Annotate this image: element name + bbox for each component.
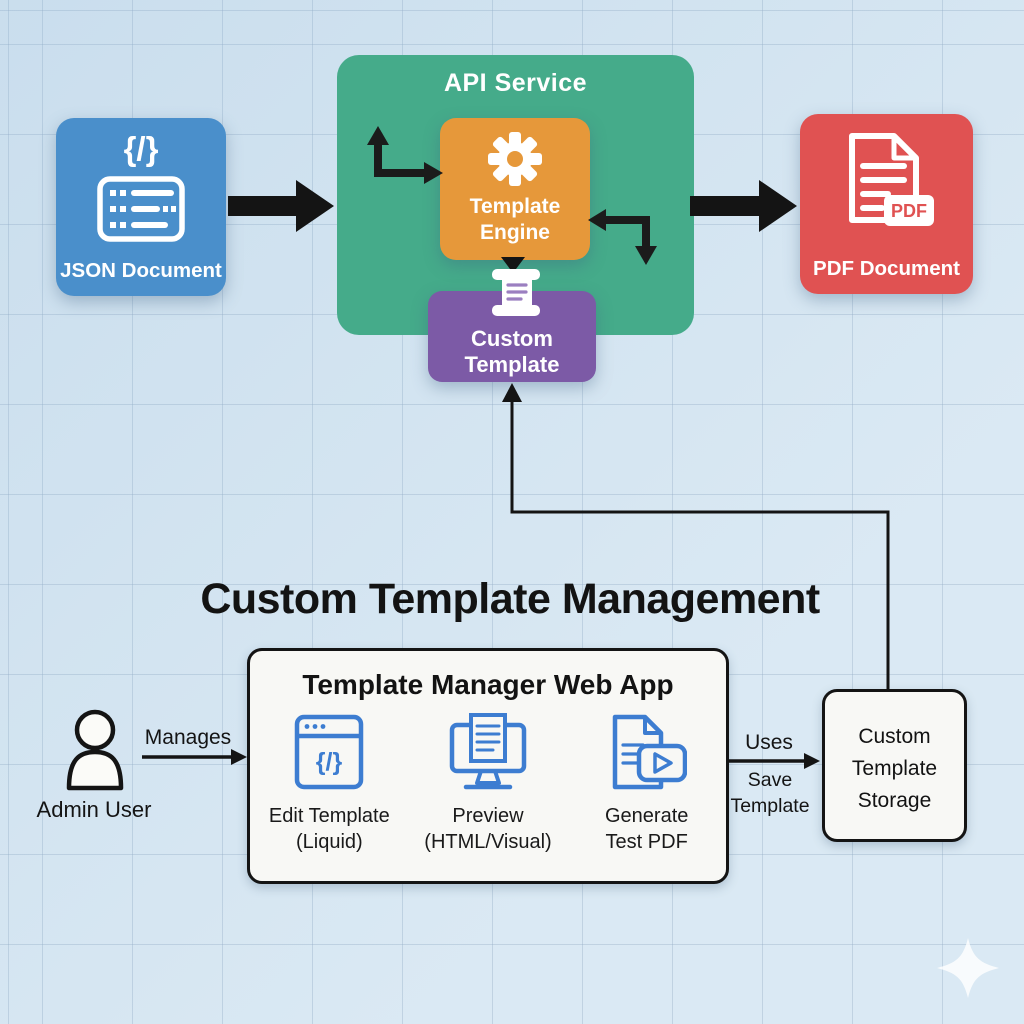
feature-edit-template: {/} Edit Template (Liquid) — [250, 713, 409, 855]
api-service-title: API Service — [443, 69, 588, 97]
svg-text:PDF: PDF — [891, 201, 927, 221]
gear-icon — [488, 132, 542, 186]
feature-generate-pdf-label: Generate Test PDF — [604, 805, 689, 853]
manages-label: Manages — [144, 726, 232, 749]
feature-preview-label: Preview (HTML/Visual) — [424, 805, 552, 853]
web-app-node: Template Manager Web App {/} Edit Templa… — [247, 648, 729, 884]
code-braces-icon: {/} — [123, 130, 159, 167]
document-play-icon — [612, 714, 687, 790]
template-engine-node — [440, 118, 590, 260]
sparkle-icon — [937, 938, 999, 998]
connector-storage-to-template — [502, 383, 890, 689]
pdf-badge: PDF — [884, 195, 934, 226]
feature-edit-template-label: Edit Template (Liquid) — [268, 805, 390, 853]
monitor-preview-icon — [449, 713, 527, 790]
json-card-icon — [97, 176, 185, 242]
person-icon — [66, 709, 124, 791]
template-engine-label: Template Engine — [469, 195, 561, 244]
storage-node: Custom Template Storage — [822, 689, 967, 842]
feature-generate-pdf: Generate Test PDF — [567, 713, 726, 855]
json-document-node: {/} JSON Document — [56, 118, 226, 296]
pdf-file-icon: PDF — [849, 133, 934, 226]
custom-template-label: Custom Template — [464, 326, 560, 377]
svg-text:{/}: {/} — [316, 748, 343, 776]
arrow-api-to-pdf — [690, 180, 797, 232]
arrow-uses — [729, 753, 820, 769]
save-template-label-line2: Template — [730, 795, 810, 817]
browser-code-icon: {/} — [295, 714, 364, 790]
web-app-title: Template Manager Web App — [302, 669, 674, 700]
web-app-features: {/} Edit Template (Liquid) — [250, 713, 726, 855]
pdf-document-label: PDF Document — [813, 257, 960, 280]
arrow-manages — [142, 749, 247, 765]
arrow-json-to-api — [228, 180, 334, 232]
feature-preview: Preview (HTML/Visual) — [409, 713, 568, 855]
admin-user-label: Admin User — [36, 797, 152, 822]
uses-label: Uses — [745, 731, 793, 754]
json-document-label: JSON Document — [60, 259, 222, 282]
custom-template-node: Custom Template — [428, 291, 596, 382]
save-template-label-line1: Save — [747, 769, 793, 791]
pdf-document-node: PDF PDF Document — [800, 114, 973, 294]
section-title: Custom Template Management — [200, 575, 820, 623]
storage-label: Custom Template Storage — [851, 725, 938, 812]
